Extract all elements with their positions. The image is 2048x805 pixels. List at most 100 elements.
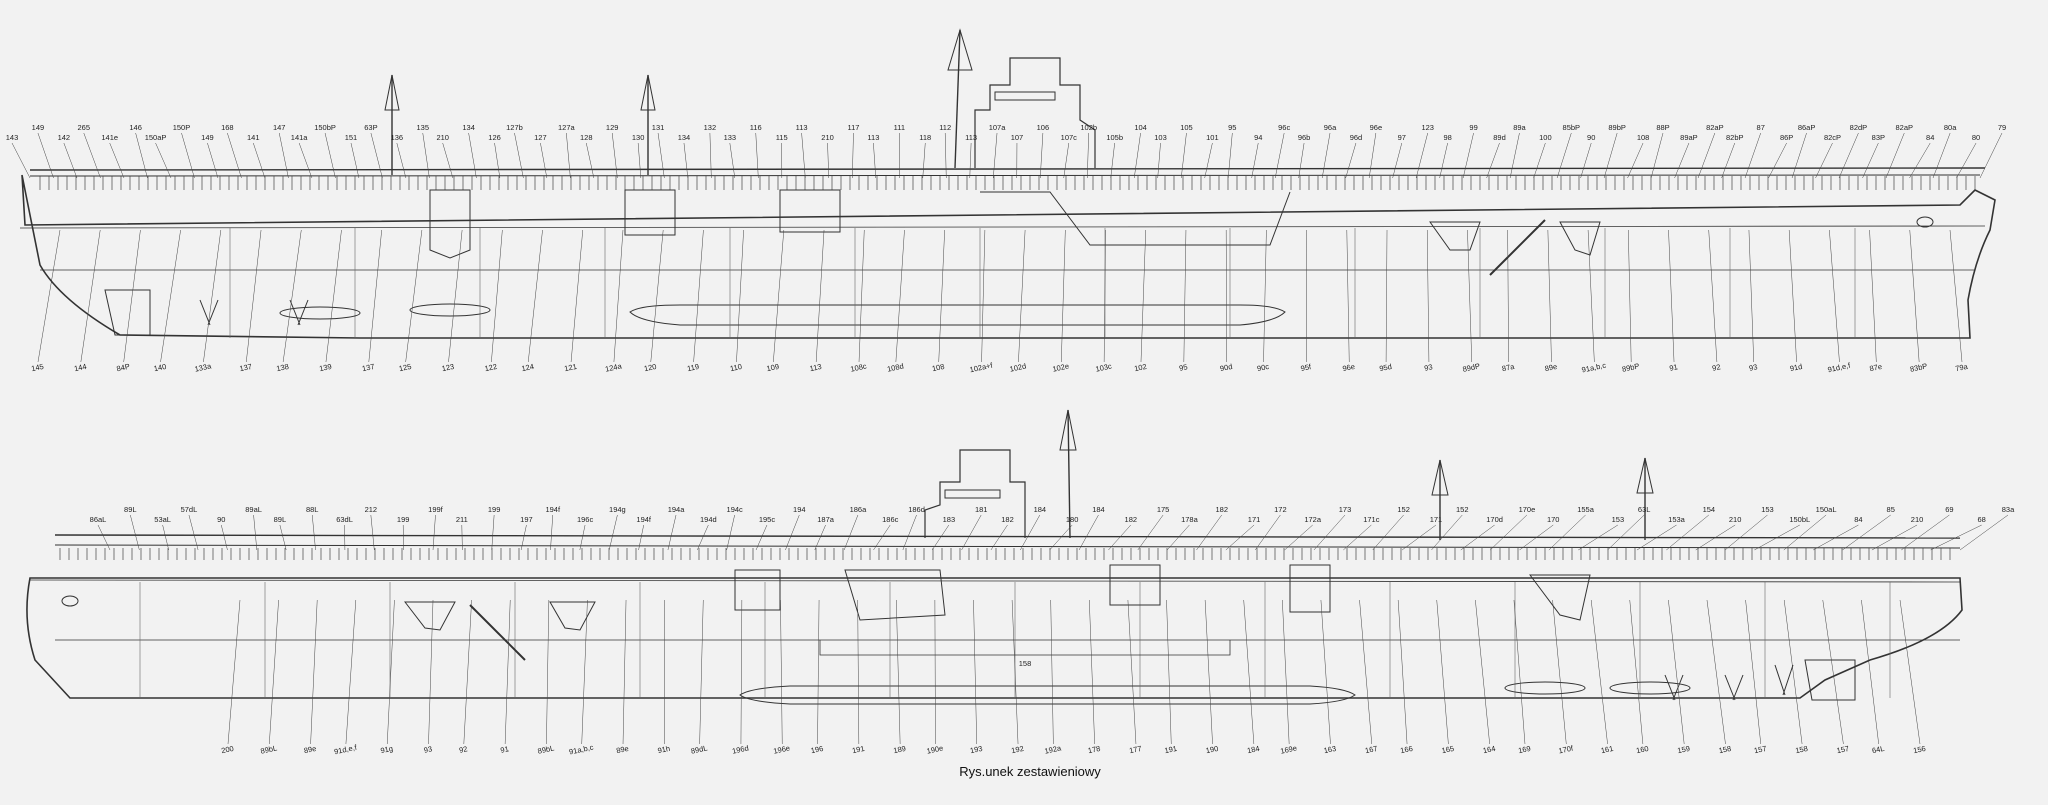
callout-leader (1749, 230, 1754, 362)
callout-label: 115 (776, 133, 788, 142)
callout-item: 126 (488, 133, 501, 178)
callout-leader (228, 600, 240, 744)
callout-label: 172a (1304, 515, 1322, 524)
callout-label: 199 (397, 515, 410, 524)
top-deck-railing (40, 176, 1975, 190)
callout-leader (469, 133, 477, 178)
callout-item: 144 (73, 230, 100, 373)
callout-item: 197 (520, 515, 533, 550)
top-sponson-3 (780, 190, 840, 232)
callout-leader (161, 230, 181, 362)
callout-leader (802, 133, 806, 178)
callout-item: 163 (1321, 600, 1337, 755)
callout-leader (1167, 600, 1172, 744)
callout-leader (1475, 600, 1489, 744)
callout-leader (351, 143, 359, 178)
callout-label: 150bL (1789, 515, 1810, 524)
callout-label: 112 (939, 123, 951, 132)
callout-label: 130 (632, 133, 645, 142)
callout-leader (1427, 230, 1429, 362)
callout-item: 84 (1910, 133, 1935, 178)
callout-label: 100 (1539, 133, 1552, 142)
callout-leader (227, 133, 241, 178)
callout-leader (1628, 143, 1643, 178)
callout-label: 91g (380, 744, 394, 755)
callout-item: 170d (1461, 515, 1503, 550)
callout-item: 169e (1280, 600, 1298, 756)
callout-label: 134 (462, 123, 475, 132)
callout-item: 83bP (1909, 230, 1928, 374)
callout-label: 139 (318, 362, 332, 373)
callout-item: 79a (1950, 230, 1969, 373)
callout-label: 136 (391, 133, 404, 142)
callout-leader (514, 133, 523, 178)
callout-item: 91 (1669, 230, 1679, 373)
callout-item: 138 (276, 230, 302, 373)
callout-item: 133 (724, 133, 737, 178)
callout-item: 102 (1133, 230, 1147, 373)
callout-label: 91a,b,c (568, 743, 594, 757)
callout-leader (1591, 600, 1607, 744)
callout-item: 187a (815, 515, 835, 550)
callout-label: 143 (6, 133, 19, 142)
callout-label: 117 (847, 123, 859, 132)
callout-label: 105 (1180, 123, 1193, 132)
callout-item: 171c (1343, 515, 1379, 550)
callout-label: 102a+f (969, 361, 994, 375)
callout-label: 171 (1248, 515, 1261, 524)
callout-item: 122 (484, 230, 503, 373)
callout-item: 68 (1931, 515, 1986, 550)
callout-label: 191 (1164, 744, 1178, 755)
top-gallery-deck (30, 175, 1980, 176)
callout-item: 90d (1219, 230, 1233, 373)
callout-label: 113 (965, 133, 977, 142)
callout-label: 177 (1128, 744, 1142, 755)
callout-label: 113 (796, 123, 808, 132)
callout-item: 91d,e,f (333, 600, 358, 756)
callout-item: 191 (851, 600, 865, 755)
callout-leader (1138, 515, 1163, 550)
callout-label: 98 (1443, 133, 1451, 142)
callout-item: 120 (643, 230, 663, 373)
callout-leader (110, 143, 124, 178)
callout-item: 151 (345, 133, 359, 178)
callout-leader (1228, 133, 1232, 178)
callout-leader (311, 600, 318, 744)
callout-leader (1398, 600, 1407, 744)
callout-label: 96e (1370, 123, 1383, 132)
callout-label: 99 (1469, 123, 1477, 132)
callout-leader (1784, 600, 1802, 744)
callout-item: 57dL (181, 505, 198, 550)
callout-leader (1264, 230, 1267, 362)
callout-item: 150aP (145, 133, 171, 178)
bottom-boom (470, 605, 525, 660)
callout-item: 93 (1748, 230, 1758, 373)
bottom-flight-deck (55, 535, 1960, 538)
bottom-frame-bracket (820, 640, 1230, 655)
callout-leader (1205, 143, 1213, 178)
callout-label: 138 (276, 362, 290, 373)
callout-label: 156 (1912, 744, 1926, 755)
callout-leader (1901, 515, 1949, 550)
callout-item: 211 (456, 515, 468, 550)
bottom-gallery-deck (55, 545, 1960, 548)
callout-label: 265 (78, 123, 91, 132)
callout-label: 144 (73, 362, 87, 373)
callout-item: 200 (220, 600, 240, 755)
top-flight-deck (30, 168, 1985, 170)
bottom-sponson-4 (1110, 565, 1160, 605)
callout-item: 92 (1709, 230, 1722, 373)
callout-item: 89e (1544, 230, 1558, 373)
callout-item: 89d (1487, 133, 1506, 178)
callout-item: 190e (926, 600, 944, 756)
callout-label: 107 (1011, 133, 1024, 142)
top-armour-belt (630, 305, 1285, 325)
callout-label: 186c (882, 515, 899, 524)
callout-leader (586, 143, 594, 178)
callout-leader (1722, 143, 1735, 178)
callout-label: 161 (1600, 744, 1614, 755)
callout-item: 108 (931, 230, 945, 373)
callout-leader (38, 133, 54, 178)
callout-leader (1816, 143, 1833, 178)
callout-item: 194g (609, 505, 626, 550)
